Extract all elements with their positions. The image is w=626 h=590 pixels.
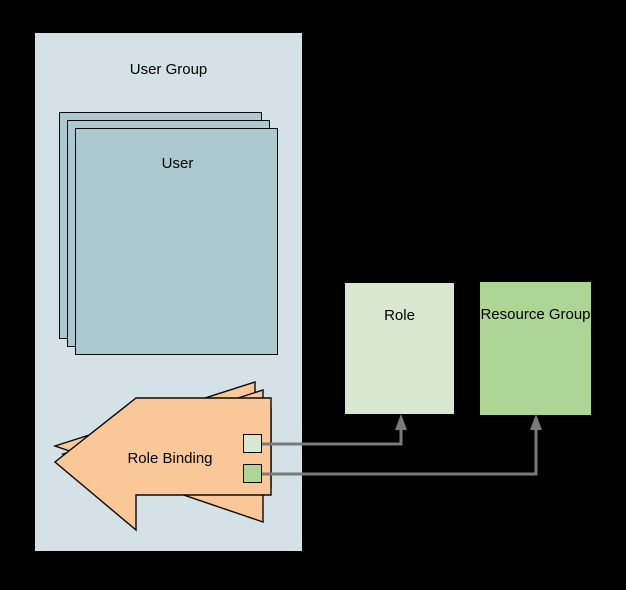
resource-group-box[interactable]: Resource Group (480, 282, 591, 415)
user-group-title: User Group (129, 61, 208, 78)
role-binding-arrow-front[interactable] (53, 397, 272, 532)
role-binding-label: Role Binding (127, 450, 213, 467)
role-box-label: Role (384, 307, 415, 324)
role-binding-port-role[interactable] (243, 434, 262, 453)
role-box[interactable]: Role (345, 283, 454, 414)
resource-group-box-label: Resource Group (480, 306, 591, 323)
user-card-front[interactable]: User (75, 128, 278, 355)
role-binding-port-resource-group[interactable] (243, 464, 262, 483)
user-card-label: User (161, 155, 194, 172)
